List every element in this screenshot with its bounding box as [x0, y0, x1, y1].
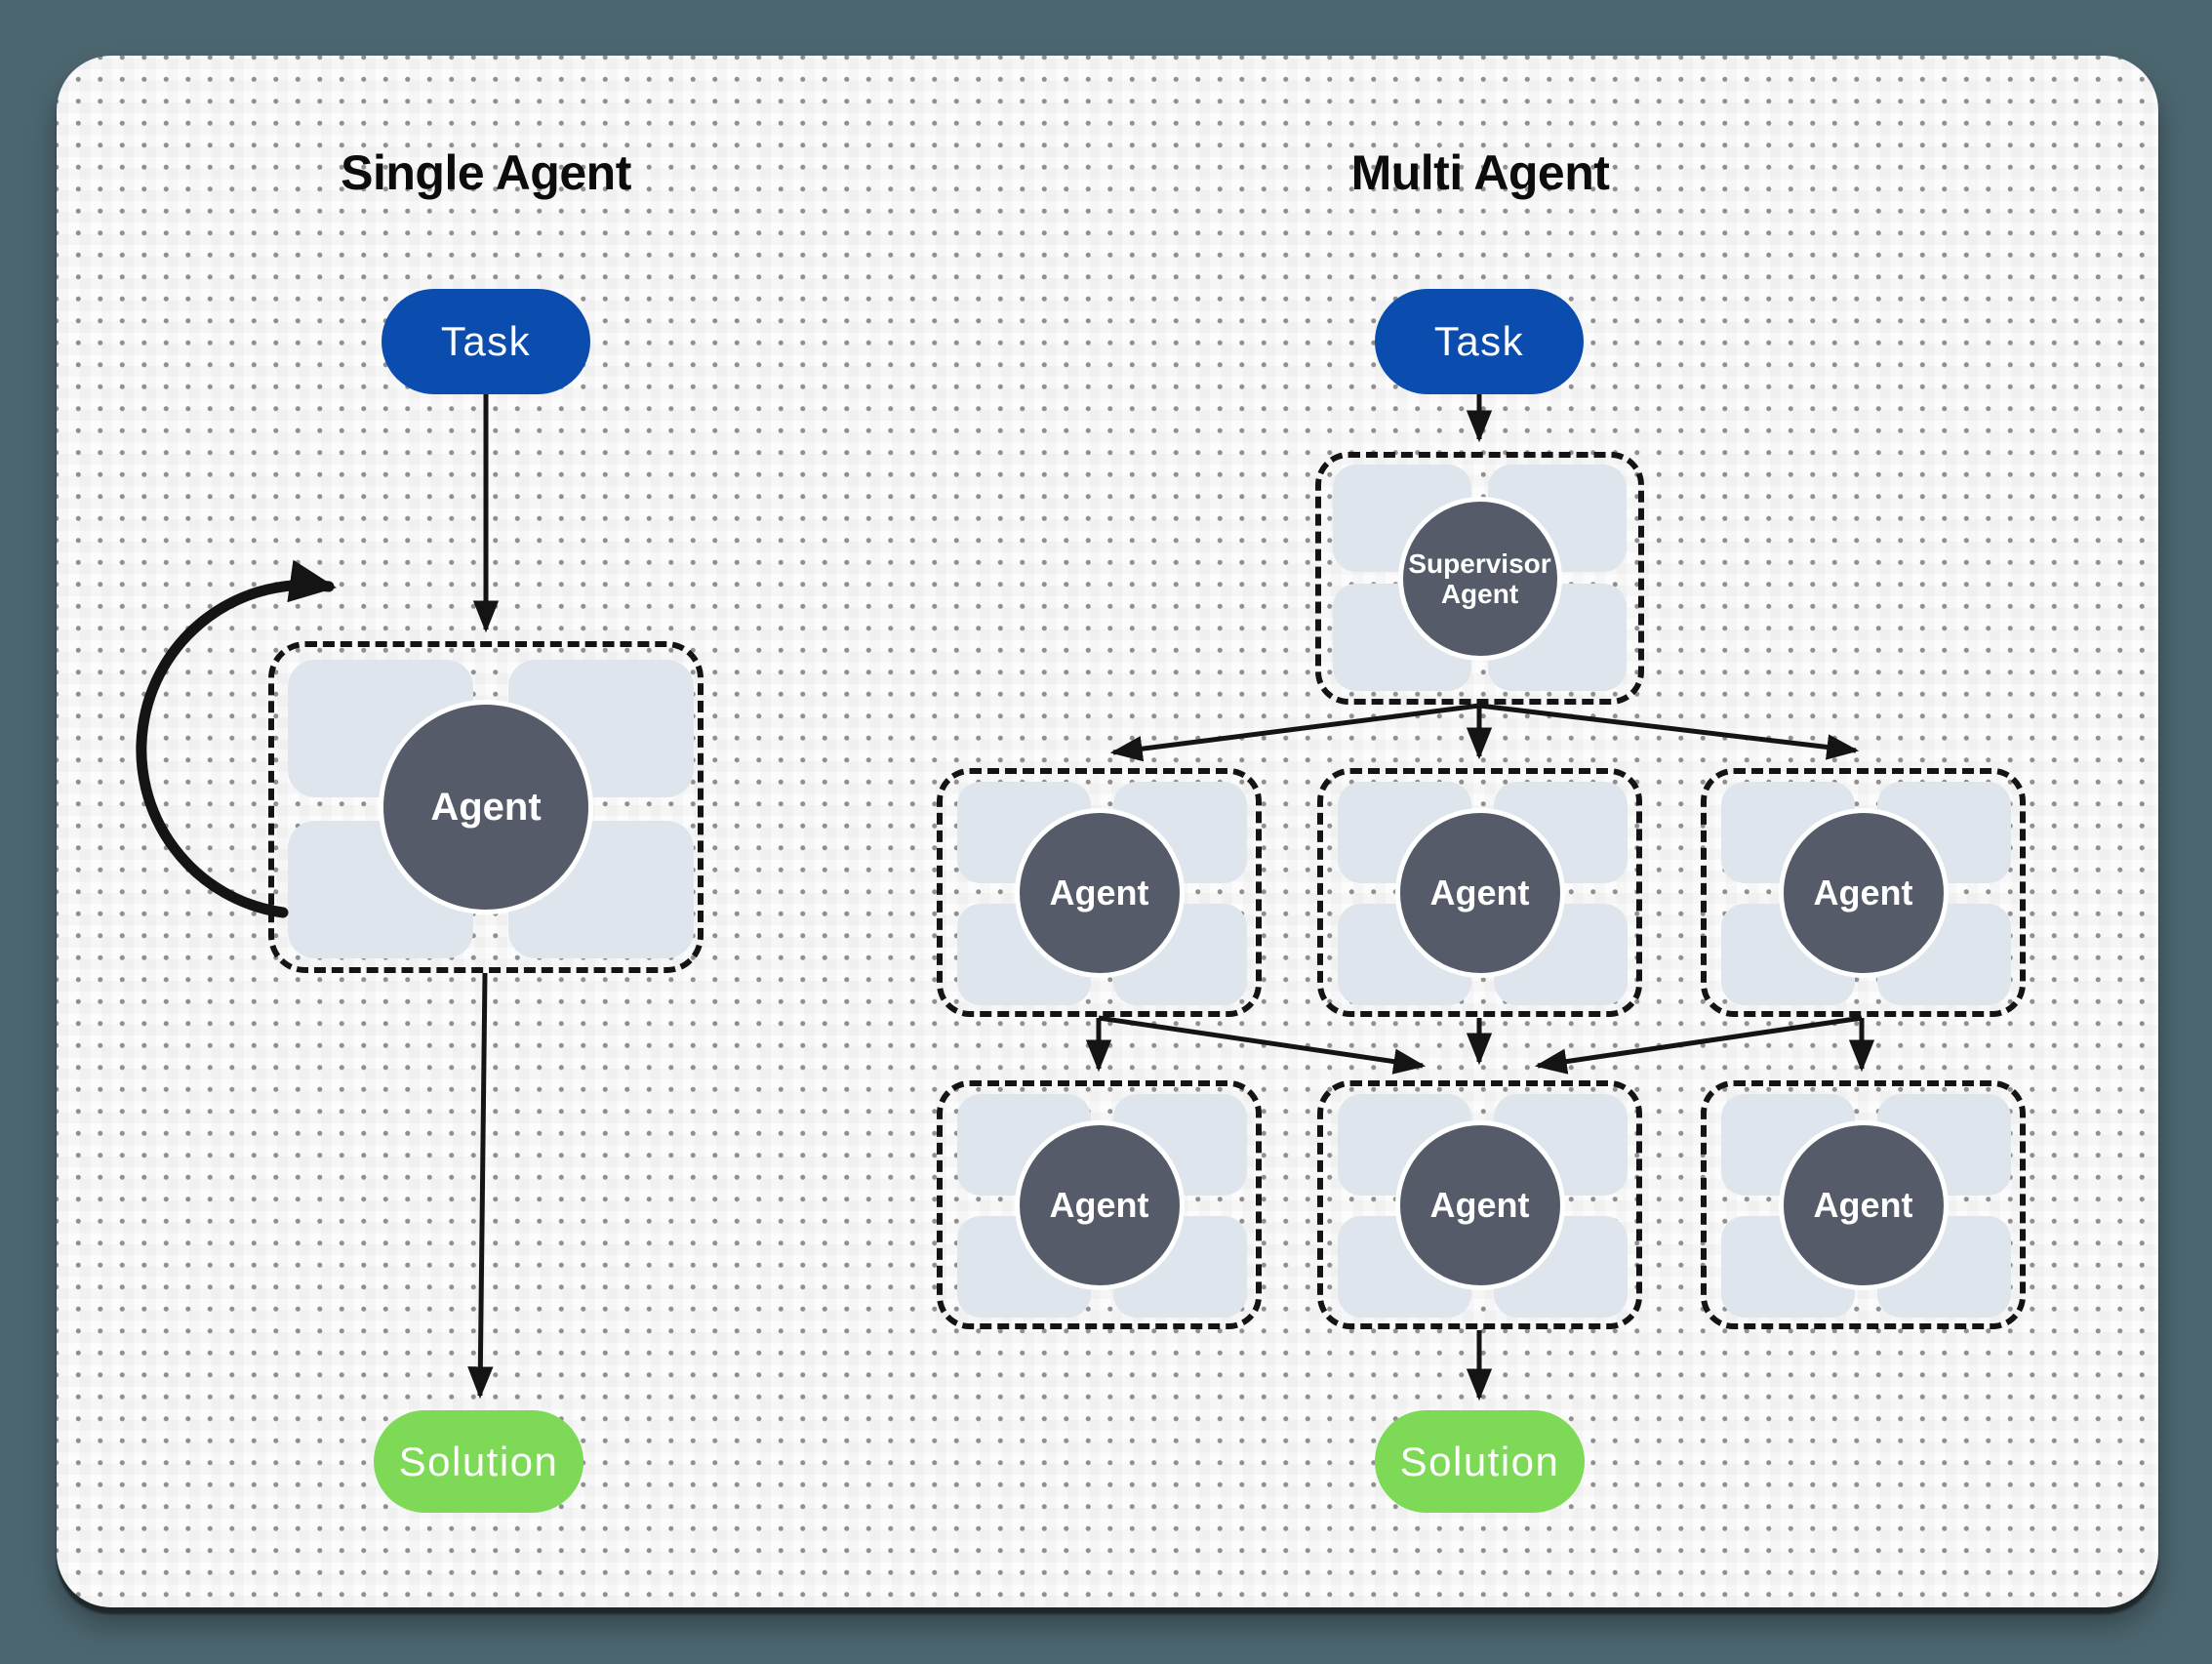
- solution-label: Solution: [1399, 1438, 1560, 1484]
- agent-box-row1-center: Agent: [1317, 768, 1642, 1017]
- agent-label: Agent: [1813, 872, 1913, 913]
- solution-label: Solution: [398, 1438, 559, 1484]
- single-agent-box: Agent: [268, 641, 704, 973]
- agent-label: Agent: [1049, 872, 1149, 913]
- agent-box-row2-left: Agent: [937, 1080, 1262, 1329]
- agent-box-row2-center: Agent: [1317, 1080, 1642, 1329]
- agent-label: Agent: [1429, 872, 1530, 913]
- solution-pill-multi: Solution: [1375, 1410, 1585, 1513]
- agent-label: Agent: [1049, 1184, 1149, 1225]
- task-pill-multi: Task: [1375, 289, 1584, 394]
- agent-label: Agent: [1813, 1184, 1913, 1225]
- single-agent-title: Single Agent: [341, 145, 631, 200]
- agent-label: Agent: [1429, 1184, 1530, 1225]
- agent-circle: Agent: [1778, 1119, 1949, 1290]
- task-label: Task: [440, 318, 532, 364]
- agent-box-row2-right: Agent: [1701, 1080, 2026, 1329]
- agent-box-row1-right: Agent: [1701, 768, 2026, 1017]
- agent-circle: Agent: [379, 700, 593, 914]
- agent-box-row1-left: Agent: [937, 768, 1262, 1017]
- agent-circle: Agent: [1014, 1119, 1185, 1290]
- agent-label: Agent: [430, 785, 542, 829]
- agent-circle: Agent: [1014, 807, 1185, 978]
- solution-pill-single: Solution: [374, 1410, 583, 1513]
- multi-agent-title: Multi Agent: [1350, 145, 1610, 200]
- agent-circle: Agent: [1394, 807, 1565, 978]
- agent-circle: Agent: [1778, 807, 1949, 978]
- agent-circle: Agent: [1394, 1119, 1565, 1290]
- task-pill-single: Task: [382, 289, 590, 394]
- task-label: Task: [1433, 318, 1525, 364]
